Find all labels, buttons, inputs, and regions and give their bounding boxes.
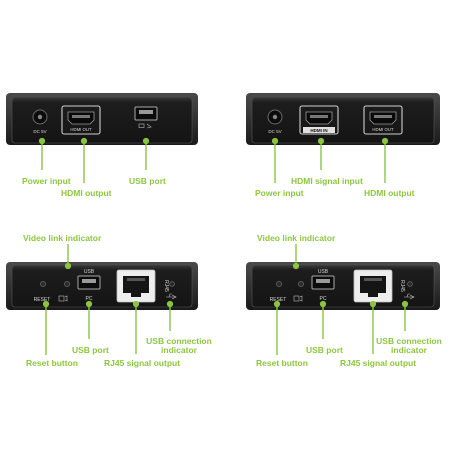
label-power-input: Power input	[255, 188, 304, 198]
usb-port-label: USB	[84, 269, 95, 275]
usb-port-icon	[77, 275, 101, 290]
label-rj45-signal-output: RJ45 signal output	[340, 358, 417, 368]
label-reset-button: Reset button	[26, 358, 78, 368]
dc-jack-icon	[267, 109, 283, 125]
hdmi-in-label: HDMI IN	[310, 128, 327, 133]
pc-label: PC	[86, 296, 93, 302]
label-usb-connection-indicator: USB connection indicator	[376, 336, 442, 355]
label-usb-port: USB port	[129, 176, 166, 186]
hdmi-port-icon	[61, 105, 101, 135]
device-bottom-left: RESET USB PC RJ45	[6, 262, 198, 310]
hdmi-out-port-icon	[363, 105, 403, 135]
label-hdmi-output: HDMI output	[61, 188, 112, 198]
hdmi-out-label: HDMI OUT	[372, 127, 394, 132]
hdmi-out-label: HDMI OUT	[70, 127, 92, 132]
device-top-left: DC 5V HDMI OUT	[6, 93, 198, 145]
label-usb-port: USB port	[306, 345, 343, 355]
hdmi-in-port-icon	[299, 105, 339, 135]
reset-button-icon	[276, 281, 282, 287]
label-video-link-indicator: Video link indicator	[257, 233, 336, 243]
reset-label: RESET	[270, 297, 287, 303]
callout-lines	[38, 137, 409, 355]
label-hdmi-signal-input: HDMI signal input	[291, 176, 363, 186]
label-reset-button: Reset button	[256, 358, 308, 368]
label-power-input: Power input	[22, 176, 71, 186]
usb-led-icon	[407, 281, 413, 287]
monitor-symbol-icon	[293, 295, 303, 302]
label-usb-connection-indicator: USB connection indicator	[146, 336, 212, 355]
usb-symbol-icon	[166, 293, 177, 300]
monitor-symbol-icon	[58, 295, 68, 302]
dc-port-label: DC 5V	[33, 129, 46, 134]
device-top-right: DC 5V HDMI IN HDMI OUT	[246, 93, 440, 145]
label-video-link-indicator: Video link indicator	[23, 233, 102, 243]
device-bottom-right: RESET USB PC RJ45	[246, 262, 440, 310]
usb-symbol-icon	[138, 123, 152, 129]
dc-jack-icon	[32, 109, 48, 125]
video-link-led-icon	[298, 281, 304, 287]
label-hdmi-output: HDMI output	[364, 188, 415, 198]
rj45-port-icon	[353, 269, 393, 303]
reset-label: RESET	[34, 297, 51, 303]
rj45-port-icon	[116, 269, 156, 303]
rj45-label: RJ45	[163, 280, 169, 292]
rj45-label: RJ45	[399, 280, 405, 292]
usb-port-icon	[134, 106, 158, 121]
dc-port-label: DC 5V	[268, 129, 281, 134]
label-usb-port: USB port	[72, 345, 109, 355]
usb-port-label: USB	[318, 269, 329, 275]
reset-button-icon	[40, 281, 46, 287]
label-rj45-signal-output: RJ45 signal output	[104, 358, 181, 368]
usb-led-icon	[169, 281, 175, 287]
pc-label: PC	[320, 296, 327, 302]
usb-port-icon	[311, 275, 335, 290]
usb-symbol-icon	[404, 293, 415, 300]
video-link-led-icon	[64, 281, 70, 287]
